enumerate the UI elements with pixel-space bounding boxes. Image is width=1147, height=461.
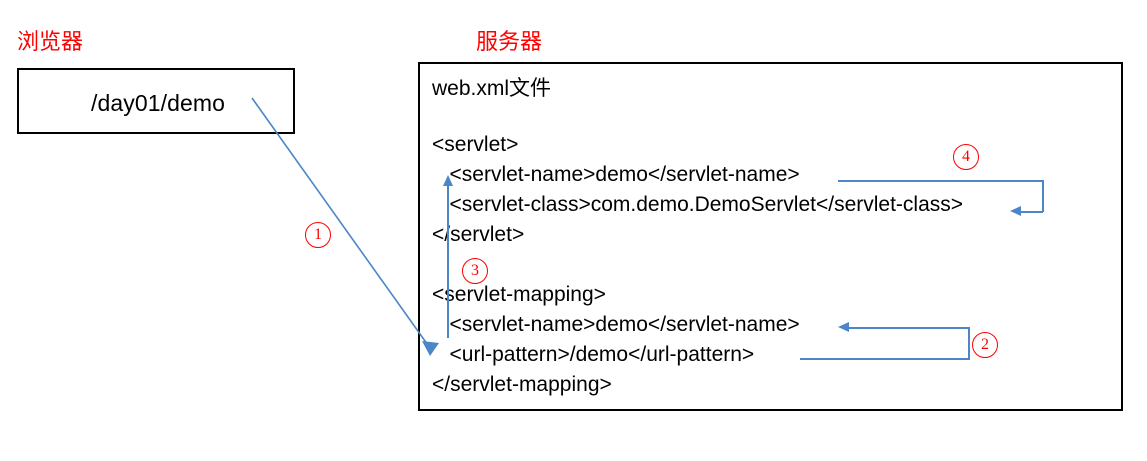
code-line-url-pattern: <url-pattern>/demo</url-pattern>	[432, 343, 755, 366]
connector-arrow-2-head	[838, 322, 849, 332]
code-line-servlet-class: <servlet-class>com.demo.DemoServlet</ser…	[432, 193, 964, 216]
browser-box: /day01/demo	[17, 68, 295, 134]
connector-arrow-3-head	[442, 175, 453, 186]
webxml-file-title: web.xml文件	[432, 77, 552, 100]
code-line-mapping-servlet-name: <servlet-name>demo</servlet-name>	[432, 313, 800, 336]
connector-arrow-4-head	[1010, 206, 1021, 216]
code-spacer-top	[432, 104, 1112, 130]
connector-arrow-1	[251, 97, 439, 356]
step-marker-3: 3	[462, 258, 488, 284]
connector-arrow-4-right-segment	[1042, 180, 1044, 212]
connector-arrow-2-top-segment	[849, 327, 969, 329]
code-line-servlet-close: </servlet>	[432, 223, 525, 246]
code-line-blank	[432, 250, 1112, 280]
browser-section-label: 浏览器	[17, 30, 84, 55]
step-marker-2: 2	[972, 332, 998, 358]
connector-arrow-2-bottom-segment	[800, 358, 970, 360]
connector-arrow-2-right-segment	[968, 327, 970, 359]
step-marker-1: 1	[305, 222, 331, 248]
connector-arrow-4-top-segment	[838, 180, 1043, 182]
server-box: web.xml文件 <servlet> <servlet-name>demo</…	[418, 62, 1123, 411]
browser-url-text: /day01/demo	[90, 89, 226, 116]
code-line-servlet-name: <servlet-name>demo</servlet-name>	[432, 163, 800, 186]
step-marker-4: 4	[953, 144, 979, 170]
connector-arrow-4-bottom-segment	[1021, 211, 1043, 213]
connector-arrow-3-shaft	[447, 186, 449, 338]
server-section-label: 服务器	[476, 30, 543, 55]
code-line-mapping-close: </servlet-mapping>	[432, 373, 612, 396]
code-line-servlet-open: <servlet>	[432, 133, 519, 156]
webxml-code-block: web.xml文件 <servlet> <servlet-name>demo</…	[432, 74, 1112, 400]
code-line-mapping-open: <servlet-mapping>	[432, 283, 606, 306]
